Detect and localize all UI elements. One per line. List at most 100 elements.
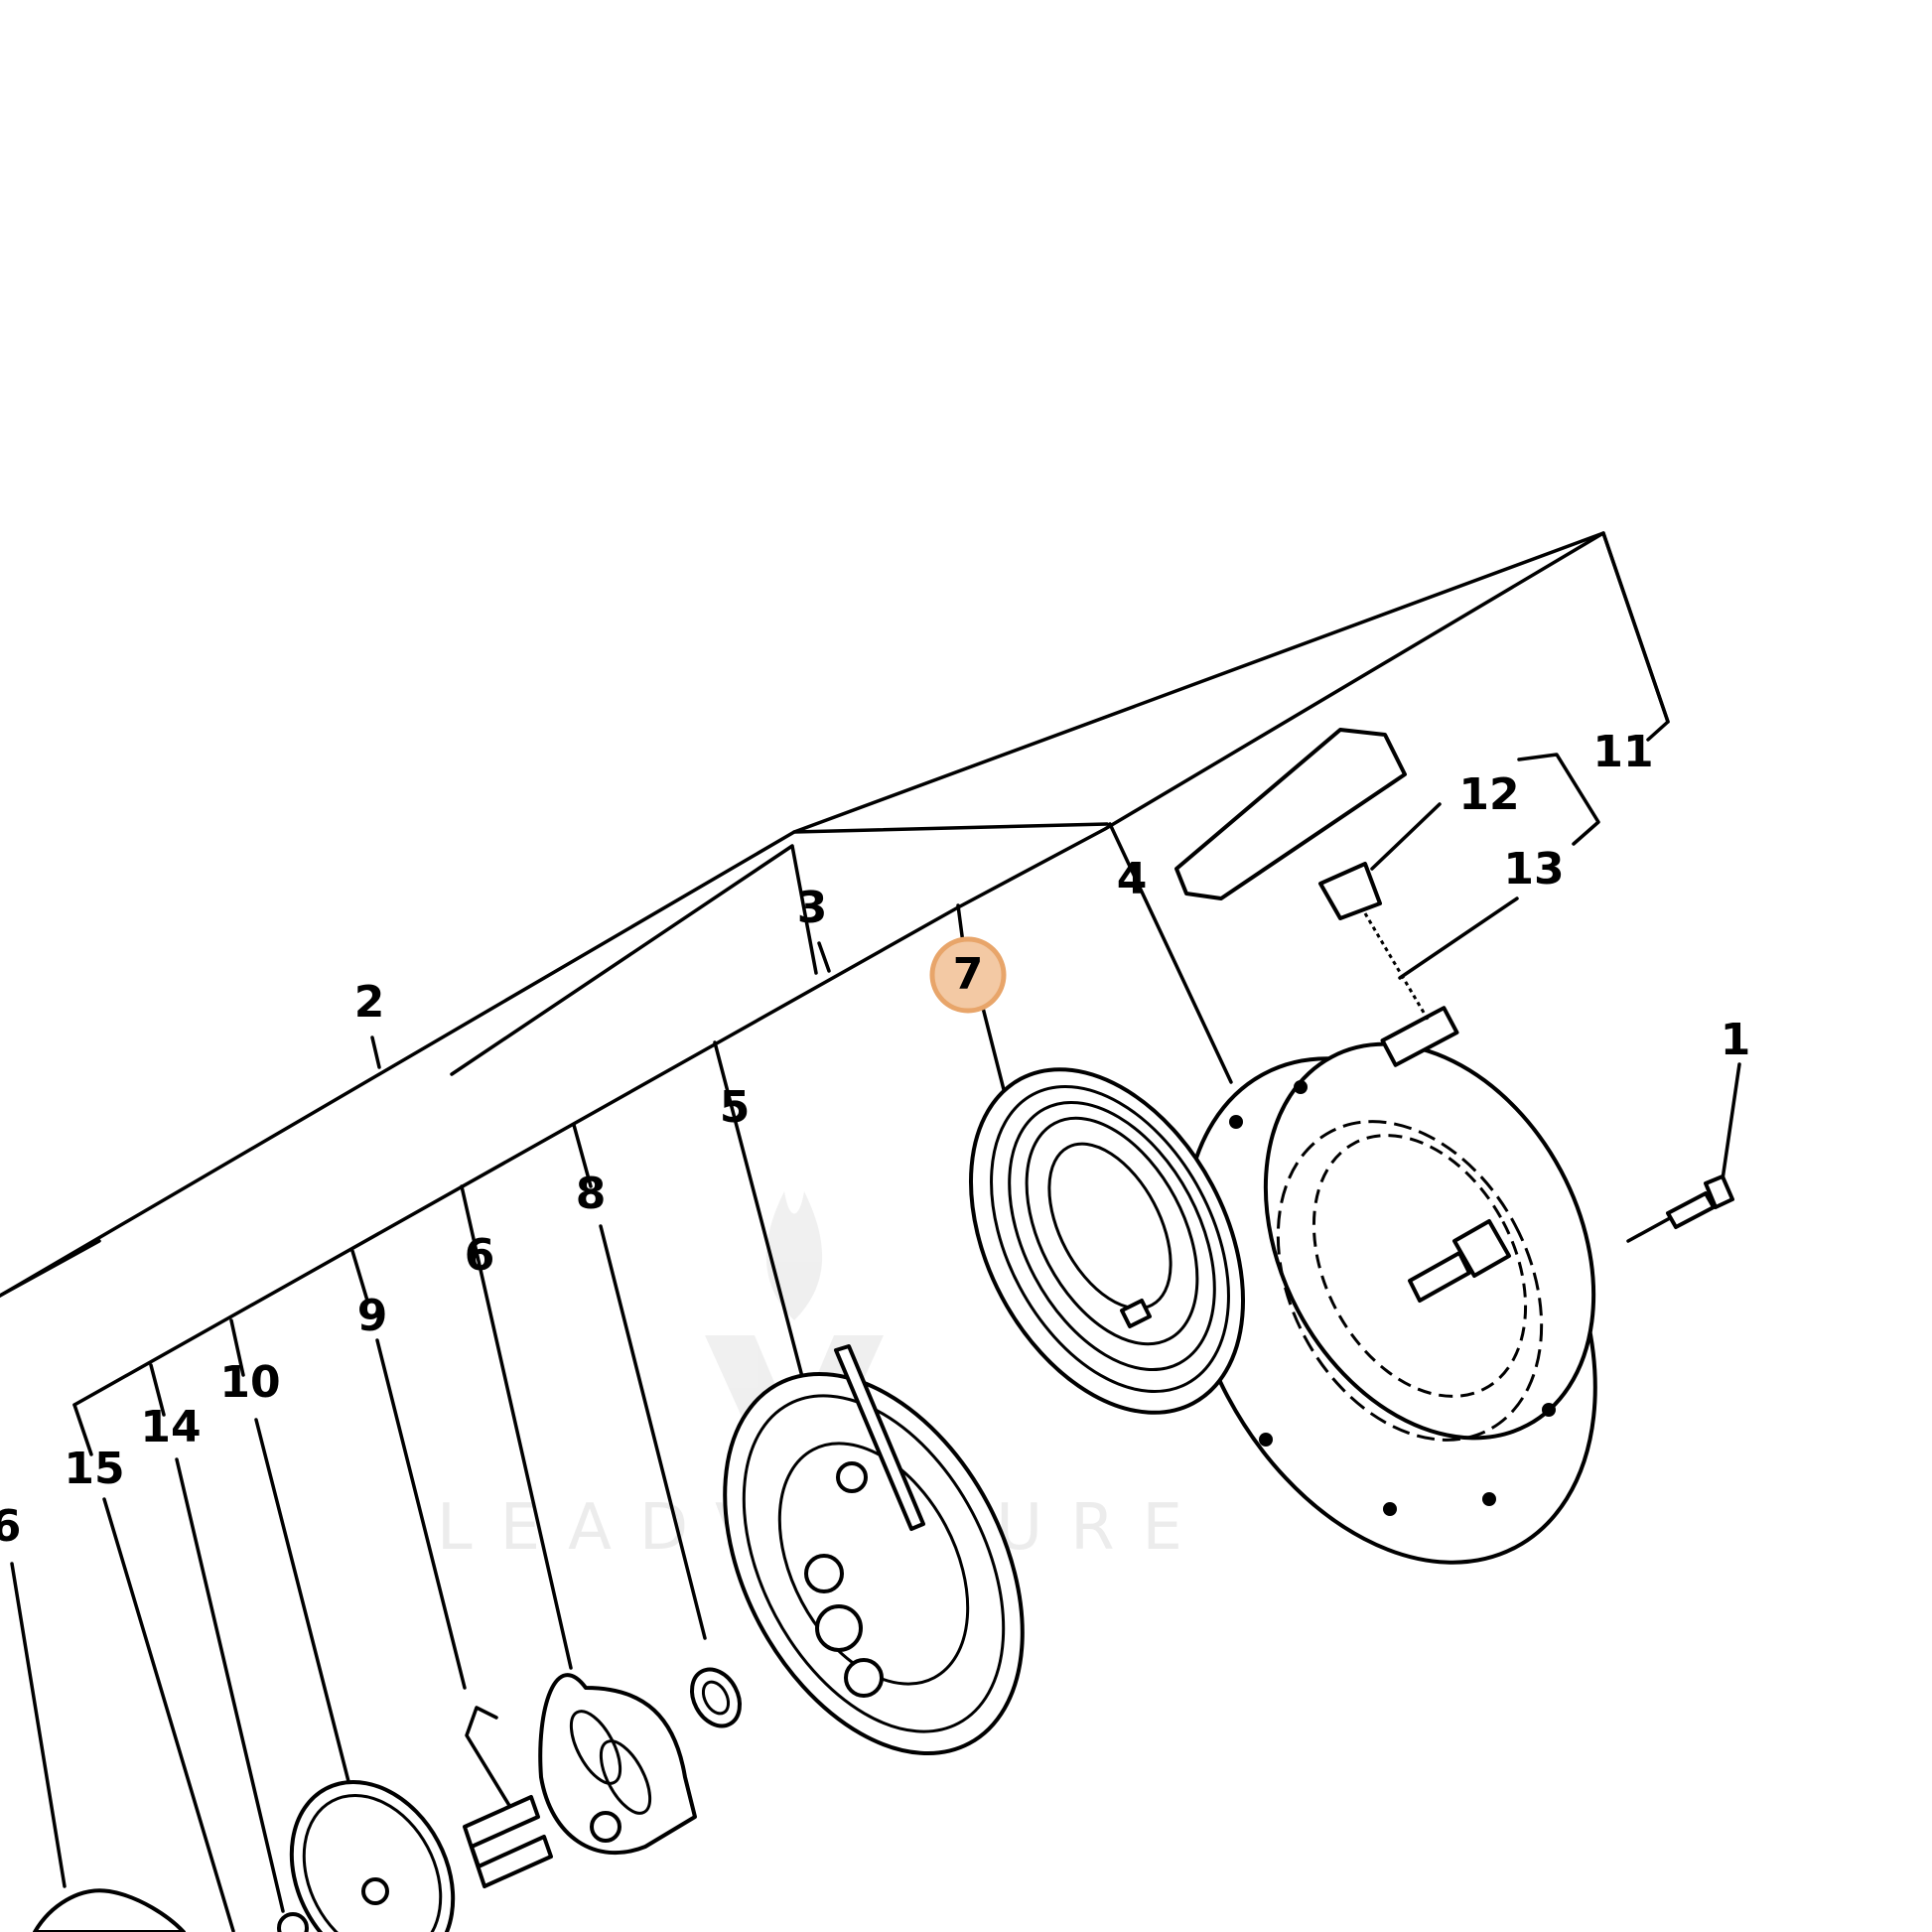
reel-rope-end	[834, 1344, 925, 1531]
leader-1	[1721, 1062, 1741, 1181]
spring-coil-3	[1025, 1116, 1199, 1346]
callout-2: 2	[354, 977, 385, 1028]
leader-4	[1108, 822, 1233, 1084]
washer-inner	[701, 1680, 731, 1716]
leader-8b	[599, 1224, 707, 1640]
callouts: 1 2 3 4 5 6 7 8 9 10 11 12 13 14 15 6	[0, 727, 1750, 1552]
watermark-flame-icon	[765, 1191, 823, 1320]
bolt-shank	[1666, 1191, 1716, 1229]
bracket-11	[1601, 531, 1670, 742]
spring-coils	[463, 1795, 553, 1888]
reel-hub	[777, 1442, 970, 1686]
plate-outer	[289, 1779, 456, 1932]
bracket-lines	[0, 531, 1741, 1932]
starter-housing	[1182, 1006, 1597, 1565]
reel-outer	[723, 1371, 1025, 1756]
callout-7: 7	[953, 949, 984, 1000]
reel-pin	[836, 1461, 868, 1493]
screw-head	[277, 1912, 309, 1932]
spring-hook	[1120, 1299, 1152, 1328]
leader-12	[1370, 802, 1442, 871]
callout-1: 1	[1721, 1015, 1751, 1065]
reel-rim	[742, 1394, 1006, 1733]
callout-7-highlight	[929, 936, 1007, 1014]
flange-hole-8	[1542, 1403, 1556, 1417]
leader-10	[229, 1318, 245, 1377]
flange-hole-2	[1229, 1115, 1243, 1129]
ratchet-slot-1	[569, 1710, 622, 1785]
handle-grip	[1174, 728, 1407, 900]
ratchet	[538, 1673, 697, 1856]
reel-boss-2	[815, 1604, 863, 1652]
flange-hole-1	[1294, 1080, 1308, 1094]
spring-coil-2	[1008, 1100, 1216, 1372]
spring-coil-1	[990, 1084, 1230, 1394]
reel-boss-3	[844, 1658, 884, 1698]
washer-outer	[690, 1667, 742, 1728]
leader-14	[149, 1363, 166, 1417]
handle-stem	[1318, 862, 1382, 920]
housing-vents-inner	[1311, 1134, 1528, 1398]
callout-11: 11	[1592, 727, 1653, 777]
callout-3: 3	[797, 883, 828, 933]
recoil-spring	[968, 1067, 1246, 1415]
leader-15	[72, 1403, 93, 1456]
bracket-top	[450, 844, 818, 1076]
leader-3	[817, 941, 831, 973]
leader-8	[572, 1123, 593, 1188]
leader-9b	[375, 1338, 467, 1690]
callout-8: 8	[576, 1169, 607, 1219]
leader-14b	[175, 1457, 285, 1913]
callout-12: 12	[1458, 769, 1519, 820]
callout-9: 9	[357, 1291, 388, 1341]
callout-14: 14	[140, 1402, 201, 1452]
bracket-middle	[72, 531, 1605, 1407]
bolt	[1666, 1174, 1734, 1229]
rope-guide	[1380, 1006, 1459, 1067]
clip-wire	[465, 1706, 518, 1819]
callout-15: 15	[64, 1444, 124, 1494]
starter-handle	[1174, 728, 1432, 1024]
leader-13	[1398, 897, 1519, 980]
bracket-12-13	[1517, 753, 1600, 846]
flange-hole-5	[1259, 1433, 1273, 1447]
housing-shaft	[1452, 1219, 1511, 1278]
callout-5: 5	[720, 1082, 751, 1133]
ratchet-body	[538, 1673, 697, 1856]
callout-4: 4	[1117, 854, 1148, 904]
leader-7	[956, 903, 965, 945]
callout-10: 10	[219, 1357, 280, 1408]
callout-16: 6	[0, 1501, 21, 1552]
leader-16	[10, 1562, 67, 1888]
starter-rope	[1363, 912, 1432, 1024]
ratchet-hole	[590, 1811, 621, 1843]
leader-2	[370, 1035, 381, 1069]
compression-spring	[463, 1795, 553, 1888]
spring-clip	[465, 1706, 518, 1819]
leader-6	[460, 1184, 573, 1670]
pulley-reel	[723, 1344, 1025, 1756]
callout-13: 13	[1503, 844, 1564, 895]
bolt-head	[1704, 1174, 1734, 1209]
shaft-tip	[1408, 1251, 1471, 1303]
cover-dome	[33, 1888, 186, 1932]
housing-body	[1263, 1041, 1596, 1441]
leader-10b	[254, 1418, 354, 1799]
housing-vents	[1276, 1120, 1544, 1442]
leader-5	[713, 1040, 814, 1417]
ratchet-slot-2	[599, 1739, 652, 1815]
plate-inner	[302, 1794, 443, 1932]
friction-plate	[289, 1779, 456, 1932]
leader-9	[350, 1249, 369, 1303]
screw	[277, 1912, 309, 1932]
bracket-3	[0, 1239, 101, 1298]
flange-hole-7	[1482, 1492, 1496, 1506]
spring-outer	[968, 1067, 1246, 1415]
bracket-upper	[792, 822, 1109, 834]
flange-hole-6	[1383, 1502, 1397, 1516]
callout-6: 6	[465, 1230, 495, 1281]
spring-coil-4	[1047, 1142, 1173, 1311]
washer	[690, 1667, 742, 1728]
plate-hole	[361, 1877, 389, 1905]
